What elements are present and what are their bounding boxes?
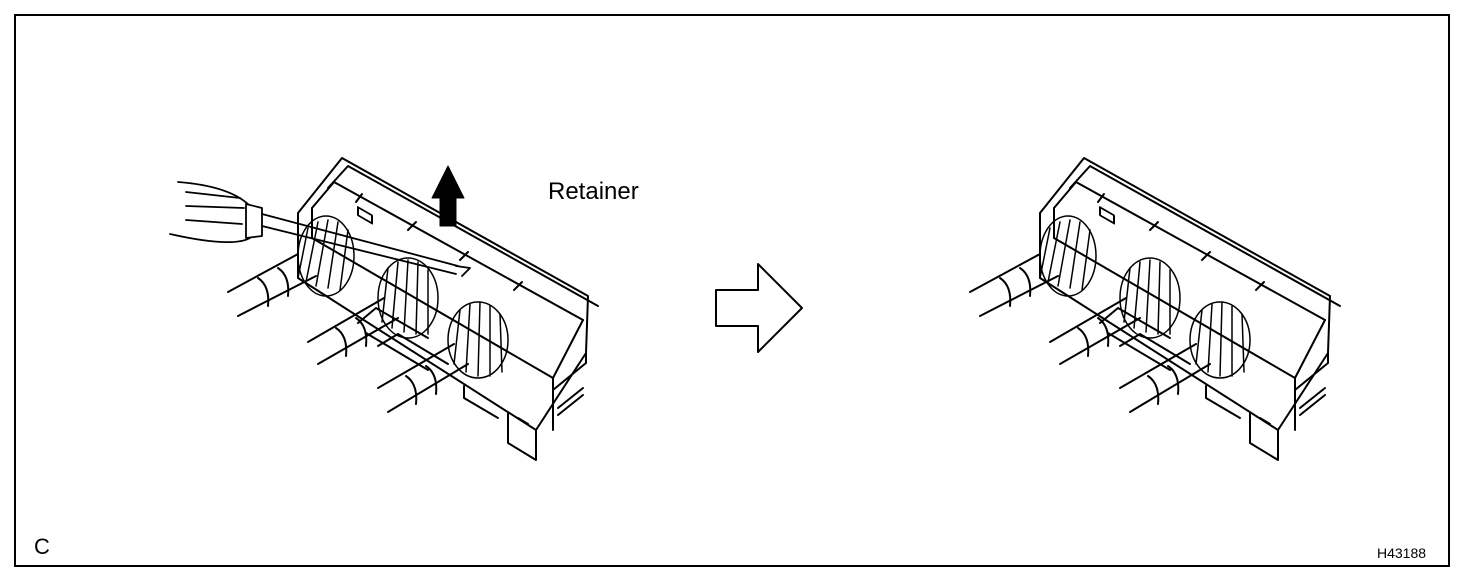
corner-letter: C xyxy=(34,534,50,559)
connector-right xyxy=(969,157,1341,461)
connector-left xyxy=(227,157,599,461)
right-arrow-icon xyxy=(715,263,803,353)
up-arrow-icon xyxy=(431,165,465,227)
figure-id: H43188 xyxy=(1377,545,1427,561)
screwdriver-icon xyxy=(169,181,471,277)
retainer-label: Retainer xyxy=(548,178,639,205)
